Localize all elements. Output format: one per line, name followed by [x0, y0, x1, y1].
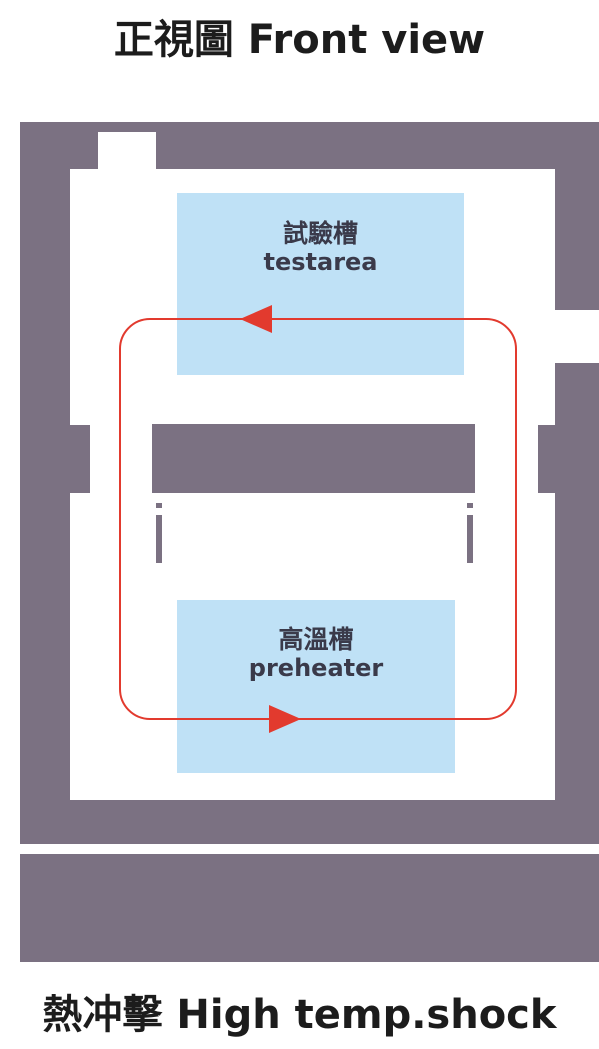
housing-base — [20, 854, 599, 962]
preheater-chamber — [177, 600, 455, 773]
right-damper-rod-tip — [467, 503, 473, 508]
airflow-arrow-right-icon — [269, 705, 301, 733]
left-damper-rod-tip — [156, 503, 162, 508]
airflow-arrow-left-icon — [240, 305, 272, 333]
preheater-label: 高溫槽 preheater — [177, 625, 455, 683]
test-area-chamber — [177, 193, 464, 375]
left-damper-rod — [156, 515, 162, 563]
test-area-label: 試驗槽 testarea — [177, 219, 464, 277]
test-area-label-zh: 試驗槽 — [282, 219, 358, 248]
test-area-label-en: testarea — [263, 248, 378, 276]
right-damper-rod — [467, 515, 473, 563]
diagram-caption: 熱冲擊 High temp.shock — [42, 992, 557, 1038]
airflow-loop — [119, 318, 517, 720]
diagram-title: 正視圖 Front view — [113, 17, 486, 63]
preheater-label-zh: 高溫槽 — [278, 625, 354, 654]
divider-shelf — [152, 424, 475, 493]
preheater-label-en: preheater — [248, 654, 384, 682]
